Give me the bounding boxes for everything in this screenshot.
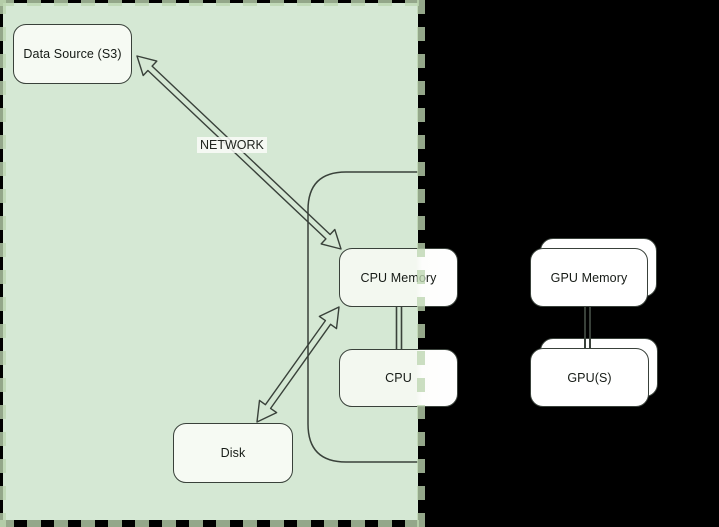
panel-dash-top	[0, 0, 425, 6]
node-gpu-memory: GPU Memory	[530, 248, 648, 307]
node-cpu-memory-label: CPU Memory	[360, 270, 437, 285]
panel-dash-bottom	[0, 520, 425, 527]
node-gpu-memory-label: GPU Memory	[550, 270, 628, 285]
node-disk-label: Disk	[220, 446, 246, 460]
node-gpus: GPU(S)	[530, 348, 649, 407]
network-edge-label: NETWORK	[197, 137, 267, 153]
cpu-memory-disk-arrow	[256, 306, 340, 423]
gpu-memory-gpus-link	[584, 304, 591, 350]
node-cpu: CPU	[339, 349, 458, 407]
node-cpu-memory: CPU Memory	[339, 248, 458, 307]
node-data-source-label: Data Source (S3)	[23, 47, 122, 61]
machine-boundary-outline	[307, 171, 418, 463]
node-cpu-label: CPU	[385, 371, 412, 385]
gpu-link-line-left	[584, 304, 586, 350]
node-disk: Disk	[173, 423, 293, 483]
node-data-source: Data Source (S3)	[13, 24, 132, 84]
panel-dash-right	[417, 0, 425, 527]
cpu-memory-cpu-link	[395, 306, 403, 350]
network-arrow	[136, 55, 342, 250]
gpu-link-line-right	[589, 304, 591, 350]
node-gpus-label: GPU(S)	[567, 370, 612, 385]
panel-dash-left	[0, 0, 6, 527]
